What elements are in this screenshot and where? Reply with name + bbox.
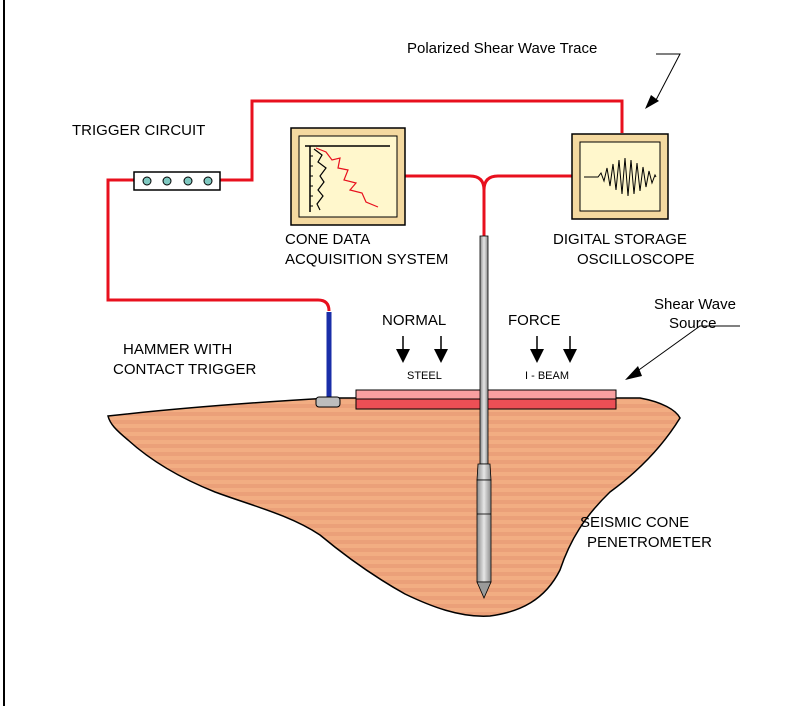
force-label: FORCE xyxy=(508,312,561,329)
cone-data-label-line1: CONE DATA xyxy=(285,231,370,248)
force-arrows xyxy=(396,336,577,363)
hammer-label-line1: HAMMER WITH xyxy=(123,341,232,358)
digital-storage-oscilloscope xyxy=(571,133,669,220)
cables xyxy=(106,99,624,312)
ibeam-label: I - BEAM xyxy=(525,370,569,382)
cone-data-label-line2: ACQUISITION SYSTEM xyxy=(285,251,448,268)
dso-label-line2: OSCILLOSCOPE xyxy=(577,251,695,268)
cone-penetrometer-rod xyxy=(476,235,492,599)
trigger-circuit-label: TRIGGER CIRCUIT xyxy=(72,122,205,139)
cone-data-acquisition-monitor xyxy=(290,127,406,226)
scp-label-line1: SEISMIC CONE xyxy=(580,514,689,531)
scp-label-line2: PENETROMETER xyxy=(587,534,712,551)
shear-source-pointer xyxy=(625,325,740,380)
normal-label: NORMAL xyxy=(382,312,446,329)
soil-mass xyxy=(107,397,681,617)
shear-source-label-line2: Source xyxy=(669,315,717,332)
hammer-label-line2: CONTACT TRIGGER xyxy=(113,361,257,378)
hammer-with-contact-trigger xyxy=(315,312,341,408)
polarized-trace-pointer xyxy=(645,53,681,109)
shear-source-label-line1: Shear Wave xyxy=(654,296,736,313)
dso-label-line1: DIGITAL STORAGE xyxy=(553,231,687,248)
trigger-circuit-box xyxy=(133,171,221,191)
steel-label: STEEL xyxy=(407,370,442,382)
polarized-trace-label: Polarized Shear Wave Trace xyxy=(407,40,597,57)
